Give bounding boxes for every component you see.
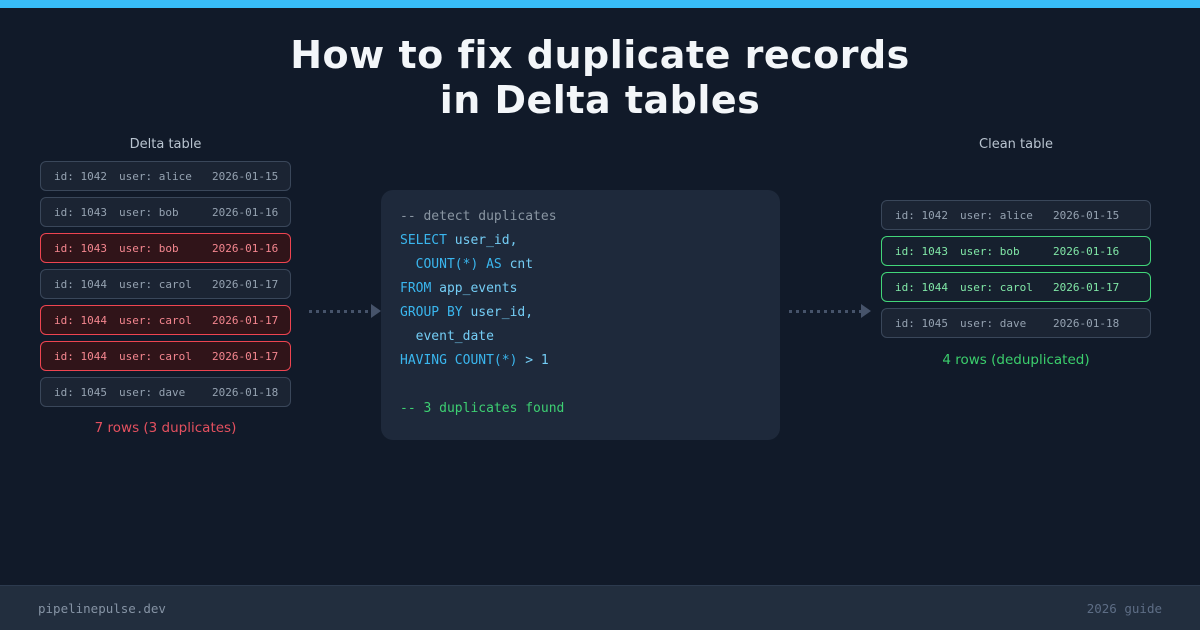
code-token: SELECT (400, 233, 447, 248)
code-token: event_date (400, 329, 494, 344)
code-token: user_id, (446, 233, 518, 248)
clean-table-caption: 4 rows (deduplicated) (942, 352, 1090, 368)
row-date-cell: 2026-01-16 (212, 241, 279, 255)
code-line (400, 373, 780, 397)
row-date-cell: 2026-01-18 (212, 385, 279, 399)
code-token: GROUP BY (400, 305, 463, 320)
table-row: id: 1045 user: dave 2026-01-18 (881, 308, 1151, 338)
row-id-cell: id: 1043 (54, 241, 107, 255)
table-row: id: 1044 user: carol 2026-01-17 (40, 341, 291, 371)
clean-table-label: Clean table (979, 137, 1053, 152)
code-token: app_events (431, 281, 518, 296)
flow-arrow-right (789, 303, 871, 319)
row-date-cell: 2026-01-16 (212, 205, 279, 219)
code-line: FROM app_events (400, 277, 780, 301)
row-id-cell: id: 1042 (54, 169, 107, 183)
code-token: user_id, (462, 305, 534, 320)
footer-site-name: pipelinepulse.dev (38, 600, 166, 616)
code-line: GROUP BY user_id, (400, 301, 780, 325)
row-date-cell: 2026-01-15 (1053, 208, 1120, 222)
delta-table-rows: id: 1042 user: alice 2026-01-15 id: 1043… (40, 161, 291, 413)
row-user-cell: user: bob (960, 244, 1020, 258)
table-row: id: 1043 user: bob 2026-01-16 (40, 197, 291, 227)
row-id-cell: id: 1044 (895, 280, 948, 294)
code-line: -- 3 duplicates found (400, 397, 780, 421)
row-user-cell: user: alice (960, 208, 1033, 222)
row-date-cell: 2026-01-17 (212, 349, 279, 363)
row-user-cell: user: bob (119, 241, 179, 255)
row-user-cell: user: dave (960, 316, 1027, 330)
row-id-cell: id: 1044 (54, 313, 107, 327)
footer-year-tag: 2026 guide (1086, 600, 1162, 616)
footer: pipelinepulse.dev 2026 guide (0, 585, 1200, 630)
row-date-cell: 2026-01-16 (1053, 244, 1120, 258)
row-id-cell: id: 1044 (54, 349, 107, 363)
top-accent-bar (0, 0, 1200, 8)
arrowhead-right-icon (371, 304, 381, 318)
table-row: id: 1044 user: carol 2026-01-17 (881, 272, 1151, 302)
row-date-cell: 2026-01-17 (212, 277, 279, 291)
code-token: FROM (400, 281, 432, 296)
row-id-cell: id: 1044 (54, 277, 107, 291)
table-row: id: 1045 user: dave 2026-01-18 (40, 377, 291, 407)
row-id-cell: id: 1043 (54, 205, 107, 219)
code-line: event_date (400, 325, 780, 349)
code-token: cnt (501, 257, 534, 272)
code-token: -- detect duplicates (400, 209, 557, 224)
row-user-cell: user: carol (119, 313, 192, 327)
delta-table-caption: 7 rows (3 duplicates) (94, 420, 237, 436)
table-row: id: 1044 user: carol 2026-01-17 (40, 269, 291, 299)
code-token: HAVING COUNT(*) (400, 353, 518, 368)
table-row: id: 1043 user: bob 2026-01-16 (881, 236, 1151, 266)
code-token: > 1 (517, 353, 549, 368)
page-title-line1: How to fix duplicate records (290, 33, 910, 77)
clean-table-rows: id: 1042 user: alice 2026-01-15 id: 1043… (881, 200, 1151, 344)
row-id-cell: id: 1045 (895, 316, 948, 330)
code-line: -- detect duplicates (400, 205, 780, 229)
delta-table-label: Delta table (129, 137, 202, 152)
dotted-line (789, 309, 861, 313)
table-row: id: 1043 user: bob 2026-01-16 (40, 233, 291, 263)
code-line: SELECT user_id, (400, 229, 780, 253)
row-date-cell: 2026-01-18 (1053, 316, 1120, 330)
dotted-line (309, 309, 371, 313)
row-id-cell: id: 1043 (895, 244, 948, 258)
row-user-cell: user: alice (119, 169, 192, 183)
row-user-cell: user: carol (119, 349, 192, 363)
code-line: COUNT(*) AS cnt (400, 253, 780, 277)
row-user-cell: user: bob (119, 205, 179, 219)
table-row: id: 1042 user: alice 2026-01-15 (40, 161, 291, 191)
code-line: HAVING COUNT(*) > 1 (400, 349, 780, 373)
table-row: id: 1042 user: alice 2026-01-15 (881, 200, 1151, 230)
row-id-cell: id: 1042 (895, 208, 948, 222)
row-date-cell: 2026-01-17 (1053, 280, 1120, 294)
page-title: How to fix duplicate records in Delta ta… (0, 33, 1200, 123)
row-date-cell: 2026-01-17 (212, 313, 279, 327)
row-id-cell: id: 1045 (54, 385, 107, 399)
flow-arrow-left (309, 303, 381, 319)
table-row: id: 1044 user: carol 2026-01-17 (40, 305, 291, 335)
code-token: -- 3 duplicates found (400, 401, 565, 416)
row-user-cell: user: carol (119, 277, 192, 291)
row-user-cell: user: carol (960, 280, 1033, 294)
row-date-cell: 2026-01-15 (212, 169, 279, 183)
code-token: COUNT(*) AS (400, 257, 502, 272)
row-user-cell: user: dave (119, 385, 186, 399)
arrowhead-right-icon (861, 304, 871, 318)
page-title-line2: in Delta tables (439, 78, 761, 122)
